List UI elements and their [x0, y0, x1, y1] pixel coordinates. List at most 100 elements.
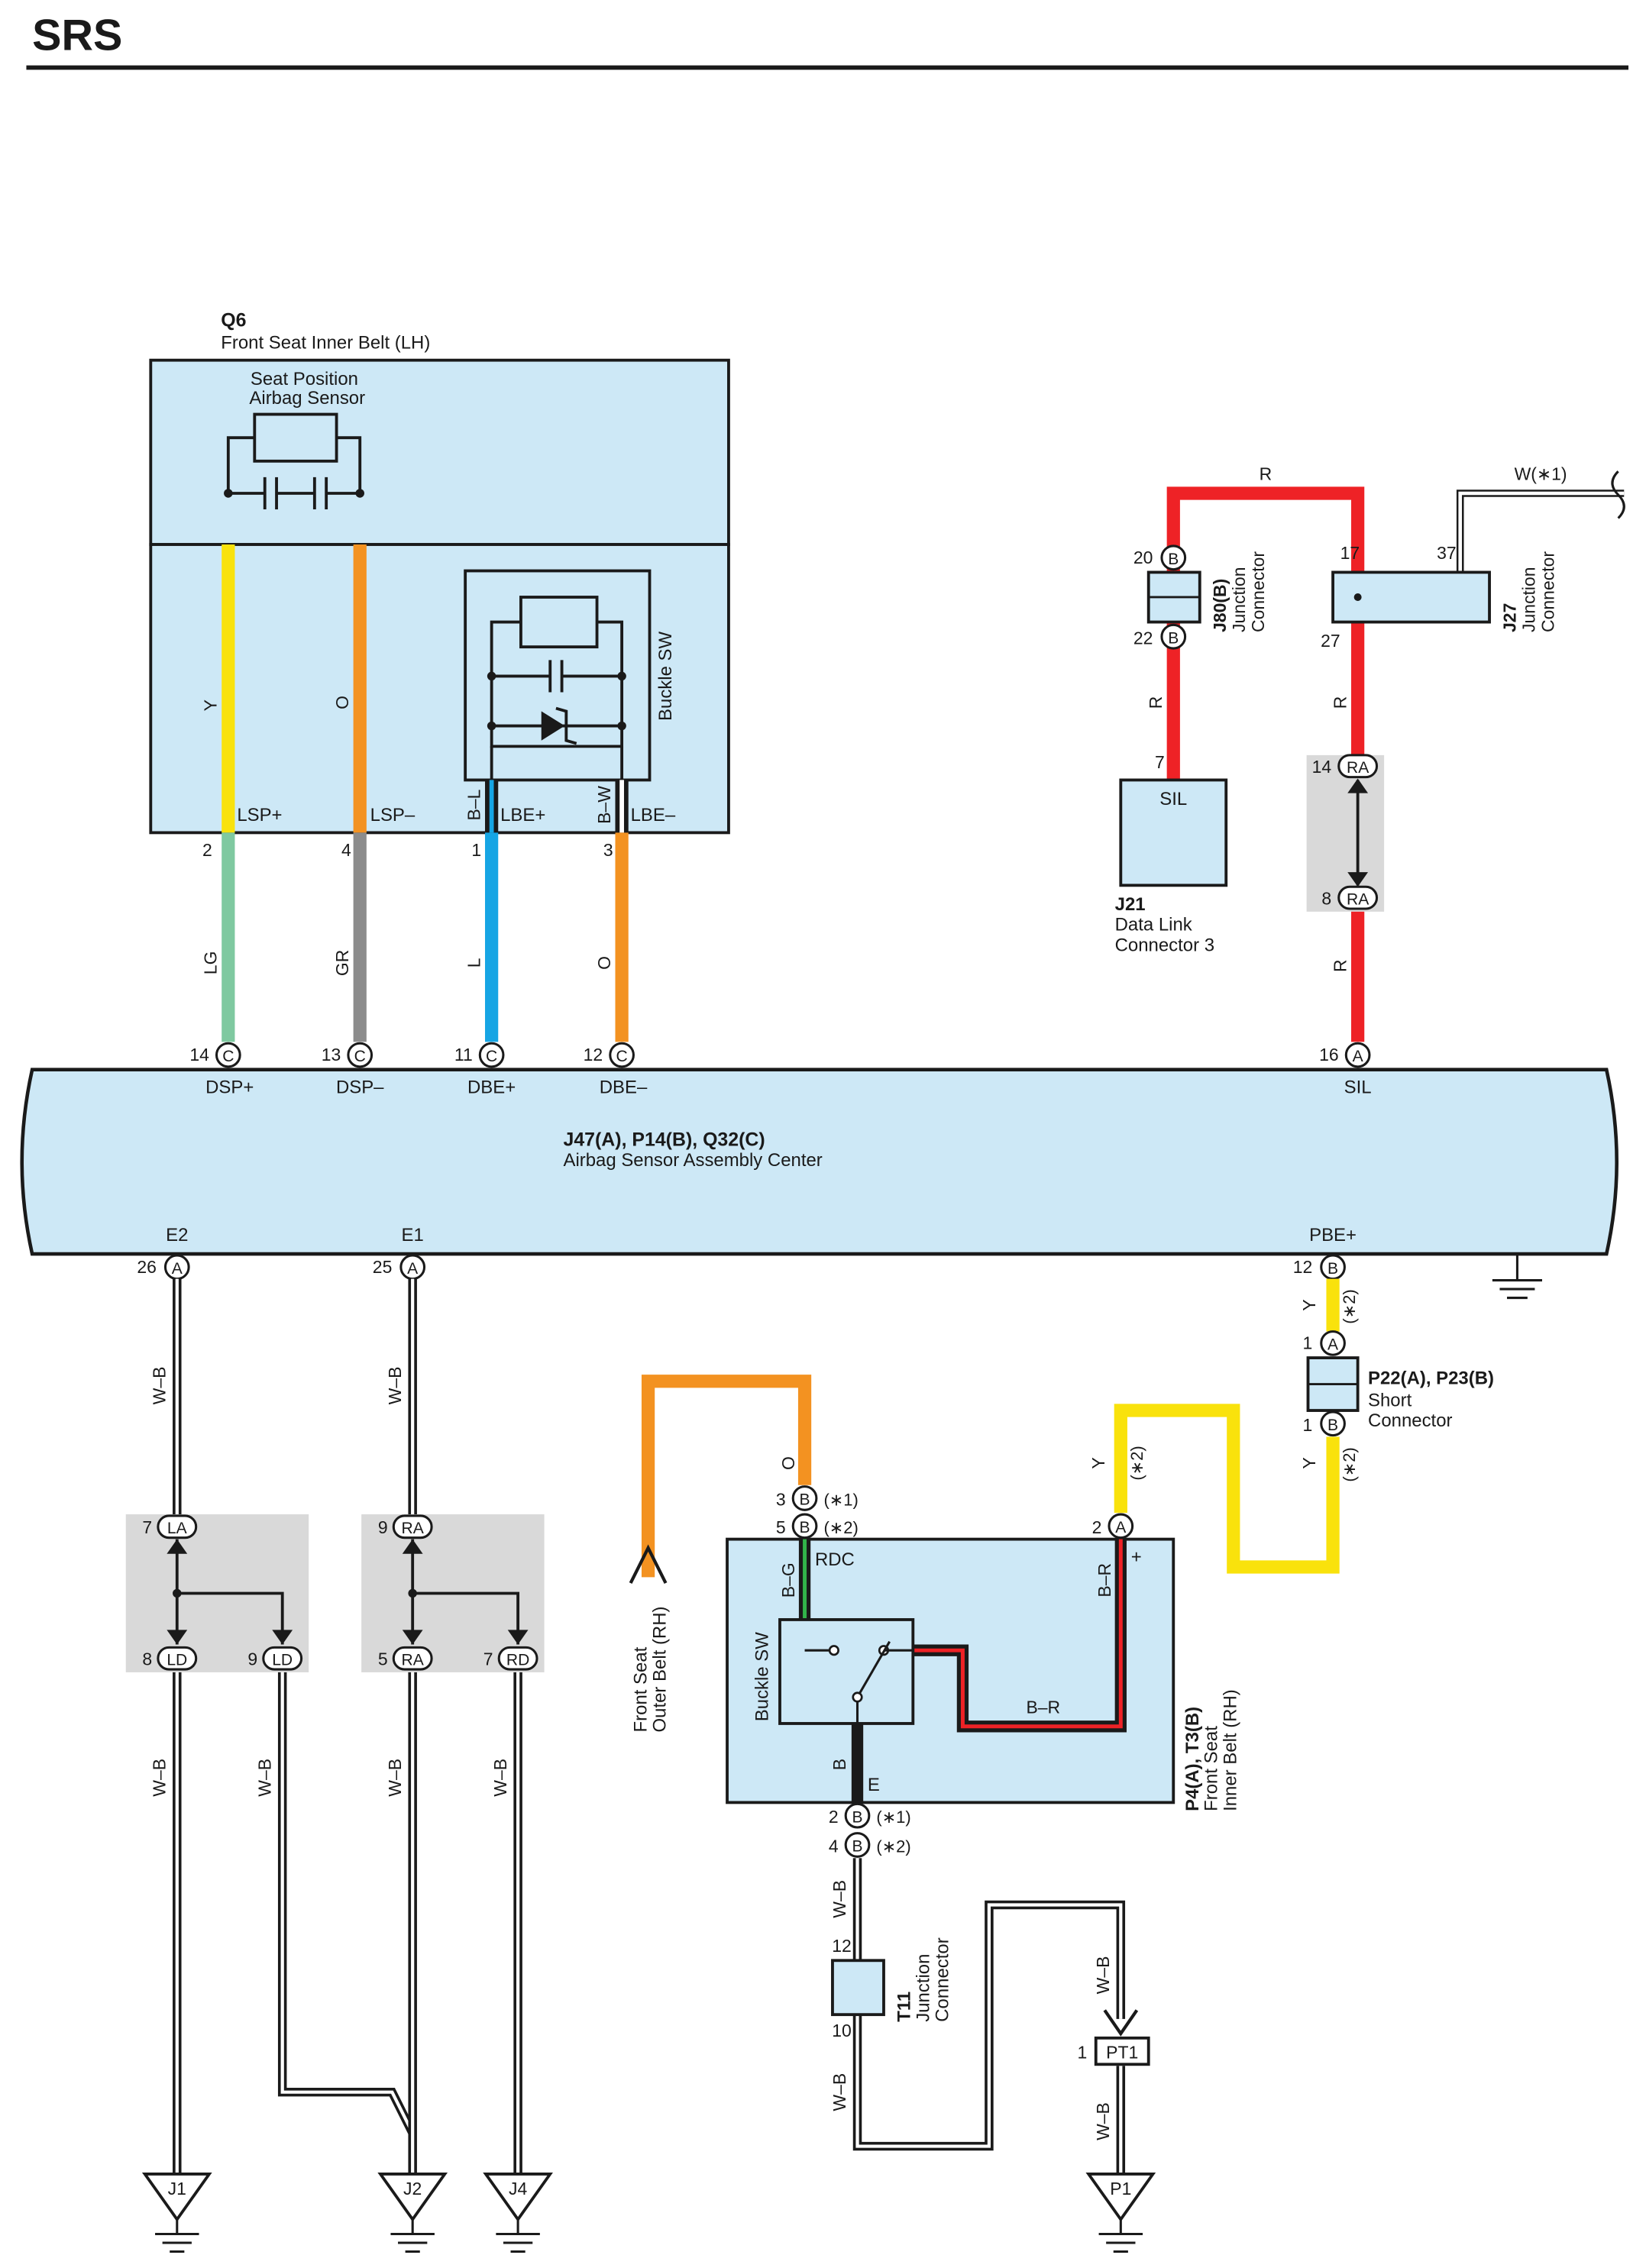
wire-label-r-left: R	[1146, 696, 1166, 709]
airbag-name: Airbag Sensor Assembly Center	[563, 1150, 822, 1171]
airbag-pin-25: 25	[373, 1257, 393, 1277]
j27-name-1: Junction	[1518, 567, 1538, 632]
ground-j4-icon	[483, 2173, 553, 2253]
q6-buckle-sw-label: Buckle SW	[655, 631, 676, 720]
airbag-conn-16-label: A	[1353, 1048, 1363, 1065]
ra-oval-top-label: RA	[1347, 759, 1369, 777]
p4-conn-2b-label: B	[852, 1808, 862, 1826]
ld-oval-2	[262, 1646, 303, 1671]
airbag-term-pbe-plus: PBE+	[1309, 1225, 1357, 1245]
airbag-conn-25-label: A	[407, 1260, 418, 1278]
wire-label-y: Y	[201, 699, 221, 711]
rdc-wb-3: W–B	[1093, 1956, 1113, 1995]
ra-oval-bot	[1337, 885, 1379, 910]
p4-conn-4-label: B	[852, 1838, 862, 1856]
rdc-term: RDC	[815, 1549, 855, 1570]
wire-o-rdc	[641, 1375, 812, 1578]
pin-2: 2	[202, 840, 212, 860]
airbag-conn-11	[478, 1042, 505, 1068]
p4-pin-2: 2	[1092, 1517, 1102, 1537]
la-oval-label: LA	[167, 1520, 187, 1537]
wire-label-o: O	[332, 696, 352, 709]
airbag-pin-16: 16	[1319, 1045, 1339, 1065]
rdc-pin-5: 5	[776, 1517, 786, 1537]
p4-conn-4	[844, 1832, 871, 1858]
ld-oval-2-label: LD	[272, 1651, 293, 1669]
pbe-y-1: Y	[1299, 1299, 1319, 1310]
j80-name-2: Connector	[1248, 551, 1268, 632]
p22-pin-top: 1	[1302, 1333, 1312, 1353]
j21-id: J21	[1115, 894, 1146, 915]
j21-box	[1119, 778, 1228, 887]
t11-pin-10: 10	[832, 2021, 852, 2040]
ld-pin-8: 8	[142, 1649, 152, 1669]
buckle-switch-symbol	[804, 1640, 914, 1724]
ground-p1-label: P1	[1110, 2179, 1131, 2199]
term-lbe-plus: LBE+	[500, 805, 545, 825]
airbag-conn-12-label: C	[616, 1048, 628, 1065]
airbag-term-e1: E1	[402, 1225, 424, 1245]
ra-pin-8: 8	[1321, 888, 1331, 908]
outer-belt-label-2: Outer Belt (RH)	[650, 1607, 671, 1733]
wire-label-bl: B–L	[464, 789, 483, 820]
j21-name-2: Connector 3	[1115, 935, 1214, 956]
wire-label-wb-6: W–B	[490, 1759, 510, 1797]
j21-pin-7: 7	[1155, 752, 1165, 772]
p4-plus: +	[1131, 1546, 1142, 1567]
ground-j4-label: J4	[509, 2179, 527, 2199]
p4-component: Front Seat Outer Belt (RH) O 3 B (∗1) 5 …	[629, 1375, 1241, 2253]
ra2-pin-9: 9	[378, 1517, 388, 1537]
pbe-star2-3: (∗2)	[1127, 1446, 1146, 1480]
j27-pin-17: 17	[1340, 543, 1360, 563]
airbag-conn-12	[609, 1042, 635, 1068]
ground-circuits: W–B W–B W–B W–B W–B W–B 7 LA 8 LD 9 LD 9…	[125, 1278, 553, 2253]
q6-name: Front Seat Inner Belt (LH)	[221, 332, 430, 353]
airbag-term-dsp-minus: DSP–	[336, 1077, 384, 1097]
airbag-conn-11-label: C	[486, 1048, 497, 1065]
pt1-label: PT1	[1106, 2043, 1138, 2063]
pbe-star2-2: (∗2)	[1340, 1447, 1359, 1481]
ra2-oval-bot-label: RA	[402, 1651, 424, 1669]
pt1-pin-1: 1	[1077, 2043, 1087, 2063]
j27-pin-37: 37	[1437, 543, 1457, 563]
j80-pin-22: 22	[1133, 628, 1153, 648]
airbag-pin-26: 26	[137, 1257, 157, 1277]
wire-label-wb-4: W–B	[254, 1759, 274, 1797]
airbag-term-dbe-plus: DBE+	[467, 1077, 516, 1097]
airbag-conn-26-label: A	[172, 1260, 183, 1278]
p4-buckle-sw-label: Buckle SW	[752, 1632, 773, 1721]
j27-name-2: Connector	[1538, 551, 1557, 632]
airbag-top-connectors: 14 C DSP+ 13 C DSP– 11 C DBE+ 12 C DBE– …	[189, 1042, 1372, 1097]
p4-name-1: Front Seat	[1201, 1726, 1222, 1811]
airbag-conn-14	[215, 1042, 241, 1068]
p22-name-1: Short	[1368, 1390, 1412, 1410]
wire-label-gr: GR	[332, 950, 352, 976]
p22-conn-top-label: A	[1327, 1336, 1338, 1354]
la-oval	[157, 1514, 198, 1539]
p4-star2-b: (∗2)	[876, 1837, 910, 1856]
pt1-box	[1094, 2036, 1150, 2066]
airbag-conn-12b-label: B	[1327, 1260, 1338, 1278]
rd-oval-label: RD	[506, 1651, 529, 1669]
wire-break-symbol	[1611, 470, 1625, 519]
wire-label-lg: LG	[201, 951, 221, 975]
wire-label-w1: W(∗1)	[1515, 464, 1567, 484]
p4-star1-b: (∗1)	[876, 1808, 910, 1827]
pbe-circuit: Y (∗2) Y (∗2) Y (∗2) 1 A 1 B P22(A), P23…	[1088, 1278, 1494, 1574]
pin-3: 3	[603, 840, 613, 860]
ra2-oval-top	[392, 1514, 433, 1539]
seat-position-sensor-symbol	[224, 412, 364, 510]
p22-conn-top	[1320, 1330, 1346, 1356]
p4-pin-4: 4	[829, 1837, 839, 1856]
t11-pin-12: 12	[832, 1936, 852, 1956]
wire-label-r-lower: R	[1330, 959, 1350, 972]
wire-label-r-top: R	[1260, 464, 1272, 484]
rdc-star1: (∗1)	[823, 1491, 858, 1510]
airbag-term-dbe-minus: DBE–	[600, 1077, 648, 1097]
buckle-sw-symbol	[487, 596, 626, 780]
j80-pin-20: 20	[1133, 548, 1153, 567]
p22-name-2: Connector	[1368, 1410, 1452, 1431]
rdc-wb-2: W–B	[829, 2073, 849, 2111]
rdc-br-vert: B–R	[1095, 1563, 1114, 1598]
